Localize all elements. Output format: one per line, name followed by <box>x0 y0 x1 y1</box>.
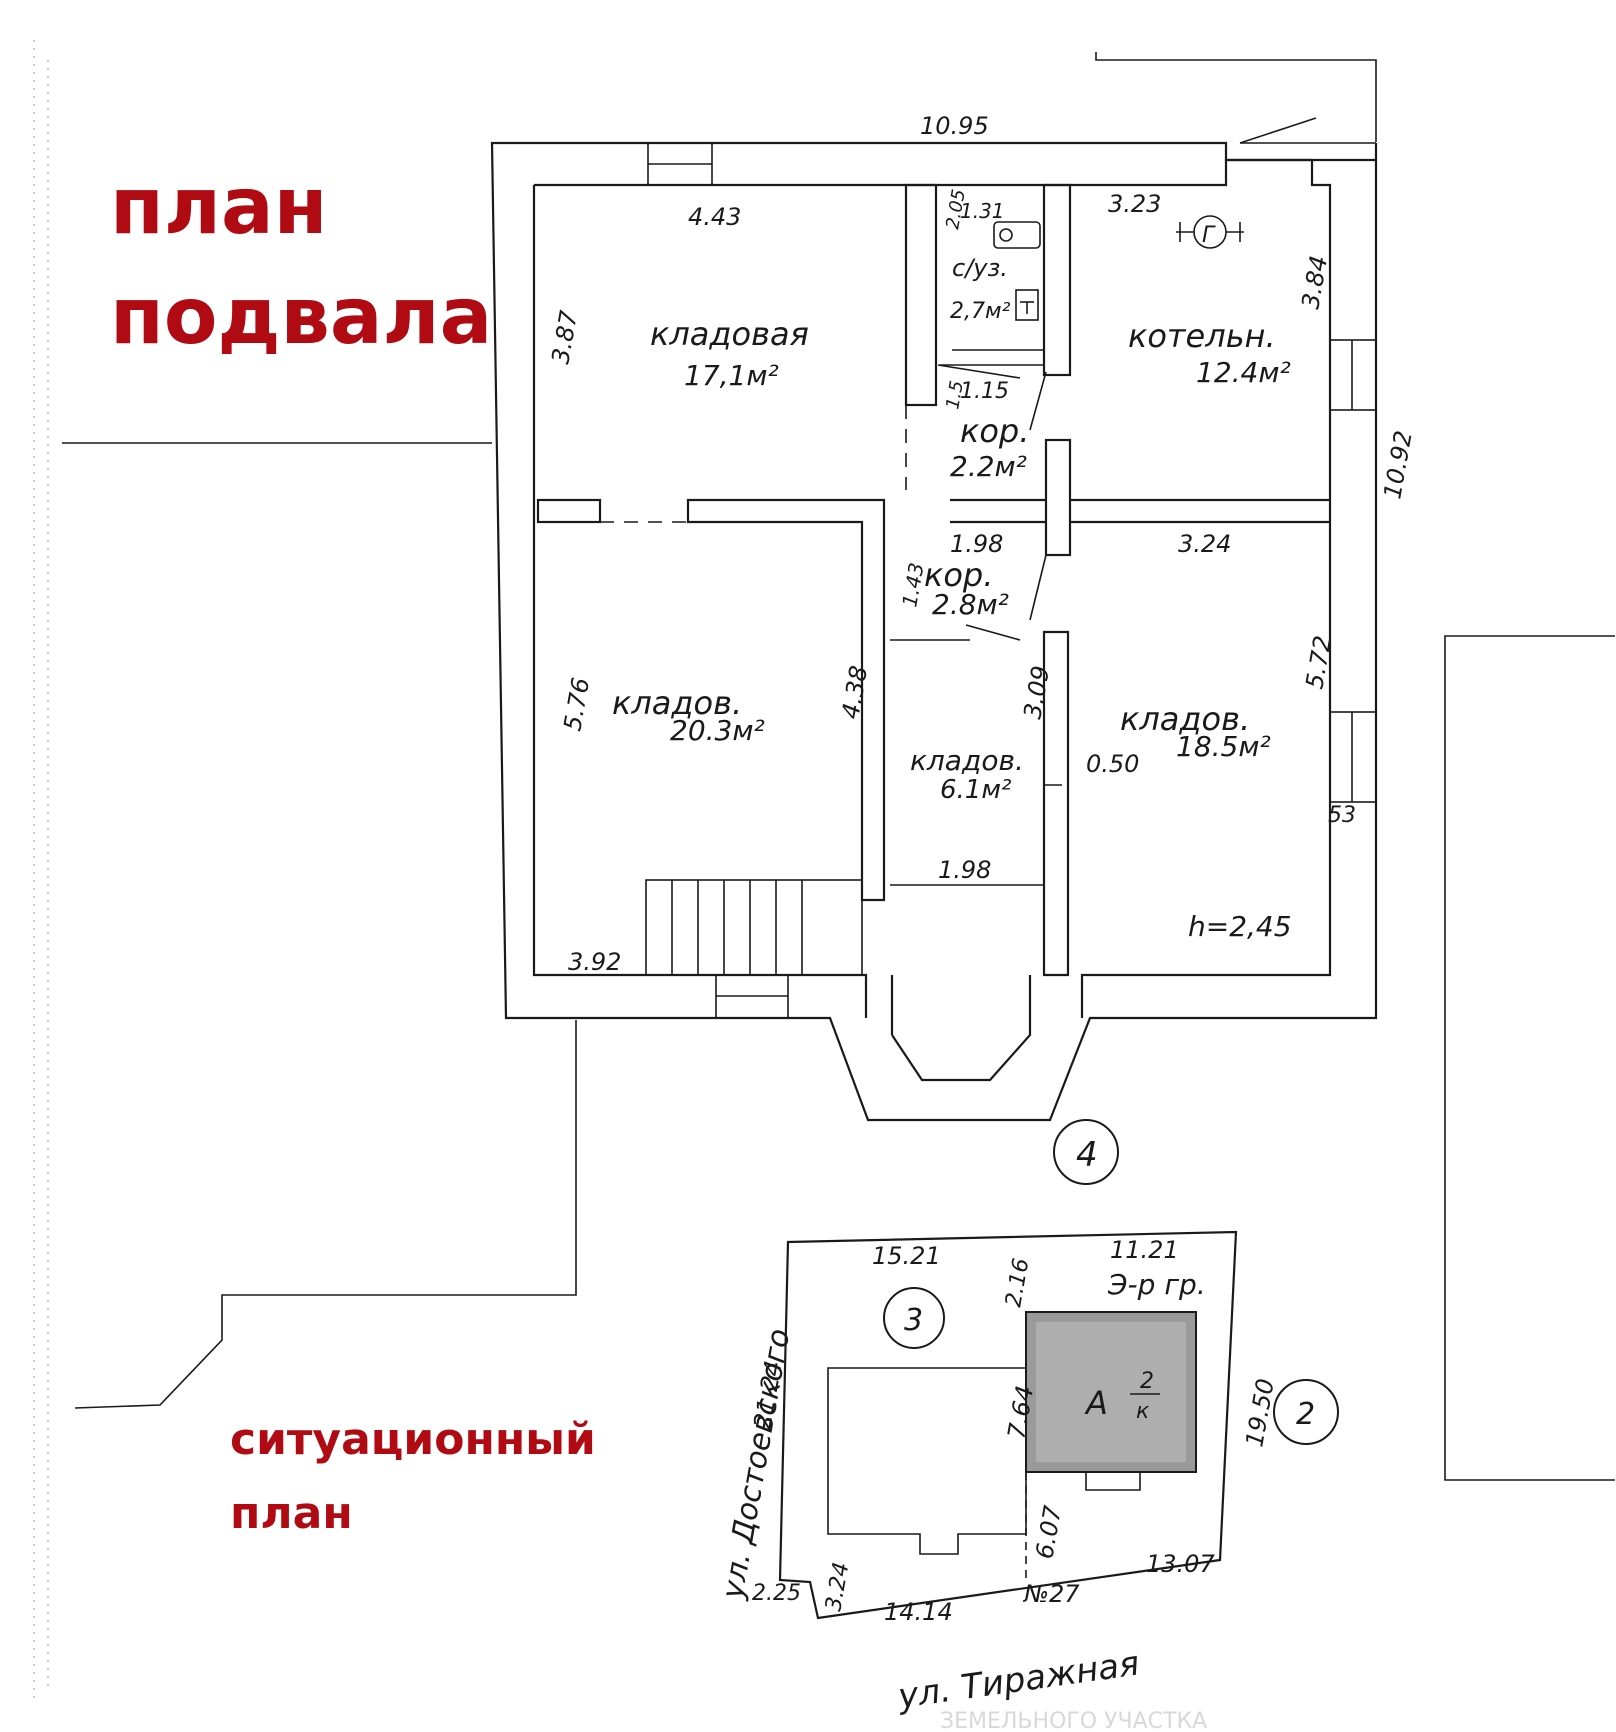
storage2-width: 4.38 <box>836 664 873 721</box>
boiler-room-name: котельн. <box>1128 317 1276 355</box>
storage3-depth: 3.09 <box>1018 664 1055 721</box>
storage4-offset: 0.50 <box>1086 750 1139 778</box>
overall-depth-label: 10.92 <box>1378 429 1418 502</box>
faded-caption: ЗЕМЕЛЬНОГО УЧАСТКА <box>940 1709 1207 1732</box>
site-dim-bottom-right: 13.07 <box>1146 1550 1215 1578</box>
boiler-symbol: Г <box>1176 215 1244 249</box>
site-plan-title-line2: план <box>230 1488 353 1539</box>
site-dim-setback: 6.07 <box>1030 1503 1067 1561</box>
storage2-name: кладов. <box>612 684 742 722</box>
basement-inner-walls <box>536 183 1330 977</box>
corridor1-width: 1.15 <box>960 379 1009 404</box>
windows <box>647 142 1377 1019</box>
corridor1-area: 2.2м² <box>950 450 1027 483</box>
site-dim-corner-offset: 2.25 <box>752 1581 801 1606</box>
boiler-symbol-label: Г <box>1202 223 1216 248</box>
storage3-area: 6.1м² <box>940 775 1011 805</box>
scan-edge-marks <box>33 40 49 1700</box>
basement-labels: 10.95 10.92 4.43 3.87 кладовая 17,1м² 1.… <box>546 112 1418 976</box>
corridor2-width: 1.98 <box>950 530 1003 558</box>
boiler-depth: 3.84 <box>1296 254 1333 311</box>
corridor2-area: 2.8м² <box>932 588 1009 621</box>
storage2-wall-length: 3.92 <box>568 948 621 976</box>
ceiling-height-label: h=2,45 <box>1188 910 1292 943</box>
section-marker-4: 4 <box>1053 1119 1119 1185</box>
storage1-name: кладовая <box>650 315 809 353</box>
doors <box>600 364 1047 641</box>
staircase <box>645 879 863 976</box>
storage4-name: кладов. <box>1120 700 1250 738</box>
overall-width-label: 10.95 <box>920 112 989 140</box>
bathroom-fixtures <box>993 221 1041 321</box>
basement-plan-title-line2: подвала <box>110 272 493 362</box>
context-lines <box>62 52 1615 1481</box>
site-plan-title-line1: ситуационный <box>230 1414 596 1465</box>
section-marker-4-label: 4 <box>1076 1135 1098 1175</box>
storage2-area: 20.3м² <box>670 714 765 747</box>
site-dim-top-left: 15.21 <box>872 1242 941 1270</box>
storage4-width: 3.24 <box>1178 530 1231 558</box>
storage1-width: 4.43 <box>688 203 741 231</box>
building-fraction-top: 2 <box>1140 1369 1154 1394</box>
storage1-depth: 3.87 <box>546 308 583 366</box>
site-dim-gap: 2.16 <box>1001 1256 1034 1309</box>
site-marker-3: 3 <box>883 1287 945 1349</box>
boiler-width: 3.23 <box>1108 190 1161 218</box>
house-number-label: №27 <box>1022 1580 1080 1608</box>
storage3-width: 1.98 <box>938 856 991 884</box>
wc-name: с/уз. <box>952 254 1008 282</box>
street-left-label: ул. Достоевского <box>715 1326 797 1602</box>
site-marker-2-label: 2 <box>1296 1397 1315 1432</box>
group-label: Э-р гр. <box>1107 1268 1206 1301</box>
basement-outer-walls <box>490 141 1378 1122</box>
corridor2-name: кор. <box>924 556 993 594</box>
site-marker-3-label: 3 <box>904 1303 923 1338</box>
storage2-depth: 5.76 <box>558 676 595 733</box>
site-dim-bottom-left: 14.14 <box>884 1598 953 1626</box>
wc-width: 1.31 <box>960 199 1005 223</box>
storage1-area: 17,1м² <box>684 359 779 392</box>
corridor1-name: кор. <box>960 412 1029 450</box>
street-bottom-label: ул. Тиражная <box>895 1643 1142 1717</box>
storage4-area: 18.5м² <box>1176 730 1271 763</box>
storage4-depth: 5.72 <box>1300 634 1337 691</box>
boiler-room-area: 12.4м² <box>1196 356 1291 389</box>
site-plan: 3 2 15.21 2.16 11.21 21.24 19.50 7.64 6.… <box>715 1230 1339 1732</box>
site-dim-top-right: 11.21 <box>1110 1236 1179 1264</box>
site-marker-2: 2 <box>1273 1379 1339 1445</box>
site-dim-corner: 3.24 <box>821 1560 854 1613</box>
building-fraction-bottom: к <box>1136 1399 1150 1424</box>
site-dim-right: 19.50 <box>1240 1377 1280 1450</box>
basement-plan-title-line1: план <box>110 162 328 252</box>
wc-area: 2,7м² <box>950 299 1011 324</box>
pier-width-label: 53 <box>1328 803 1356 828</box>
wc-depth: 2.05 <box>942 188 970 231</box>
corridor1-depth: 1.5 <box>942 379 968 411</box>
storage3-name: кладов. <box>910 744 1024 777</box>
building-letter: А <box>1084 1384 1108 1422</box>
